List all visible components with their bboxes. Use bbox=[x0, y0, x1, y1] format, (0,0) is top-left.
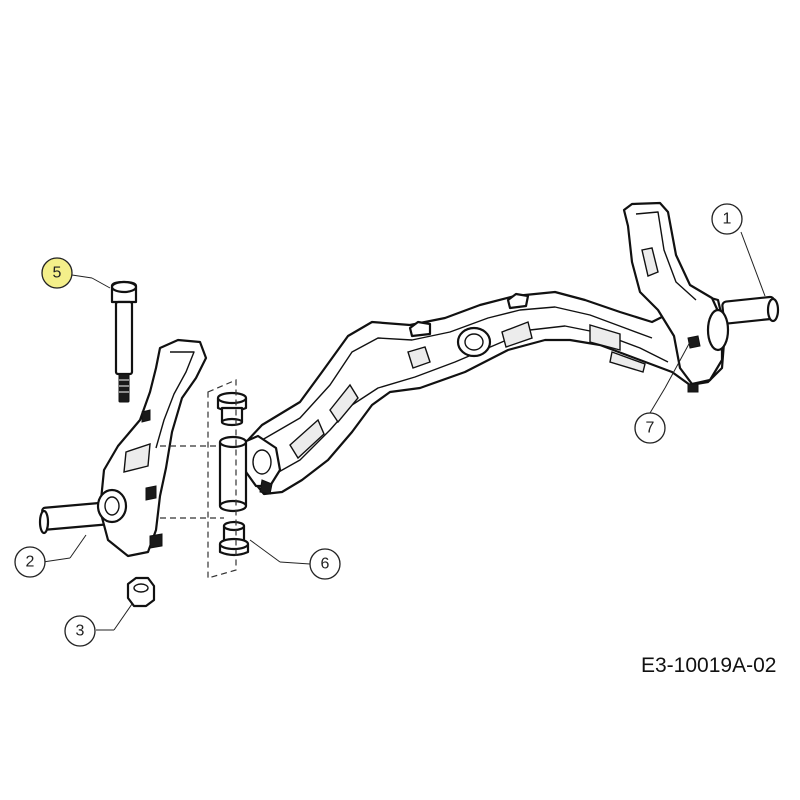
bushing-lower[interactable] bbox=[218, 520, 250, 557]
callout-2-label: 2 bbox=[26, 554, 35, 571]
callout-1[interactable]: 1 bbox=[711, 203, 743, 235]
left-spindle[interactable] bbox=[38, 338, 208, 558]
callout-7[interactable]: 7 bbox=[634, 412, 666, 444]
drawing-code: E3-10019A-02 bbox=[641, 654, 777, 677]
callout-5[interactable]: 5 bbox=[41, 257, 73, 289]
callout-6[interactable]: 6 bbox=[309, 548, 341, 580]
assembly-guide-lines bbox=[160, 379, 237, 579]
leader-lines bbox=[42, 231, 766, 631]
shoulder-bolt[interactable] bbox=[110, 280, 138, 403]
bushing-upper[interactable] bbox=[216, 391, 248, 427]
callout-2[interactable]: 2 bbox=[14, 546, 46, 578]
callout-3-label: 3 bbox=[76, 623, 85, 640]
callout-1-label: 1 bbox=[723, 211, 732, 228]
callout-7-label: 7 bbox=[646, 420, 655, 437]
right-spindle[interactable] bbox=[622, 201, 780, 393]
callout-3[interactable]: 3 bbox=[64, 615, 96, 647]
hex-nut[interactable] bbox=[126, 576, 156, 608]
callout-5-label: 5 bbox=[53, 265, 62, 282]
front-axle-beam[interactable] bbox=[242, 290, 727, 496]
callout-6-label: 6 bbox=[321, 556, 330, 573]
bushing-tube[interactable] bbox=[218, 435, 248, 513]
